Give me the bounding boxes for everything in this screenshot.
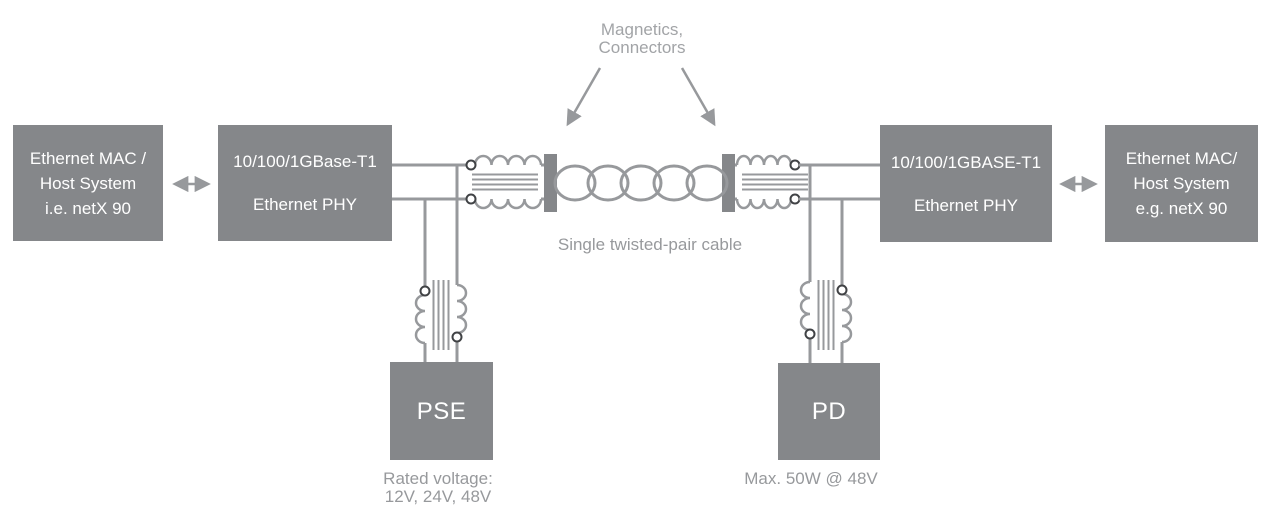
- core-lines: [742, 173, 808, 191]
- node-ethernet-phy-right: 10/100/1GBASE-T1 Ethernet PHY: [880, 125, 1052, 242]
- node-label: PSE: [416, 397, 467, 425]
- node-label: i.e. netX 90: [44, 198, 131, 218]
- core-lines: [472, 173, 538, 191]
- magnetics-left: [465, 154, 543, 210]
- core-lines: [432, 280, 450, 350]
- transformer-pd: [799, 165, 853, 363]
- data-wires-left: [392, 163, 545, 201]
- magnetics-connectors-label: Magnetics, Connectors: [598, 20, 686, 57]
- node-pd: PD: [778, 363, 880, 460]
- terminal-dot: [451, 331, 463, 343]
- magnetics-right: [735, 154, 880, 210]
- connector-left: [544, 154, 557, 212]
- magnetics-pointer-arrows: [566, 67, 716, 127]
- terminal-dot: [789, 159, 801, 171]
- data-wires-right: [799, 163, 880, 201]
- node-label: e.g. netX 90: [1135, 199, 1228, 218]
- terminal-dot: [465, 193, 477, 205]
- node-label: PD: [811, 398, 847, 425]
- pse-rating-label: Rated voltage: 12V, 24V, 48V: [383, 469, 493, 506]
- node-ethernet-phy-left: 10/100/1GBase-T1 Ethernet PHY: [218, 125, 392, 241]
- core-lines: [817, 280, 835, 350]
- terminal-dot: [789, 193, 801, 205]
- terminal-dot: [465, 159, 477, 171]
- node-pse: PSE: [390, 362, 493, 460]
- node-ethernet-mac-left: Ethernet MAC / Host System i.e. netX 90: [13, 125, 163, 241]
- node-ethernet-mac-right: Ethernet MAC/ Host System e.g. netX 90: [1105, 125, 1258, 242]
- terminal-dot: [804, 328, 816, 340]
- twisted-pair-cable: [553, 164, 729, 202]
- cable-label: Single twisted-pair cable: [557, 235, 743, 254]
- node-label: Host System: [39, 173, 137, 193]
- node-label: 10/100/1GBase-T1: [233, 152, 377, 171]
- node-label: 10/100/1GBASE-T1: [890, 152, 1042, 172]
- node-label: Ethernet MAC /: [29, 148, 147, 168]
- terminal-dot: [419, 285, 431, 297]
- node-label: Ethernet PHY: [914, 195, 1018, 215]
- pd-taps: [808, 165, 844, 363]
- node-label: Ethernet PHY: [253, 195, 357, 214]
- pse-taps: [423, 165, 459, 362]
- pd-rating-label: Max. 50W @ 48V: [744, 469, 878, 488]
- node-label: Host System: [1133, 174, 1230, 193]
- terminal-dot: [836, 284, 848, 296]
- transformer-pse: [414, 165, 468, 362]
- node-label: Ethernet MAC/: [1125, 149, 1238, 168]
